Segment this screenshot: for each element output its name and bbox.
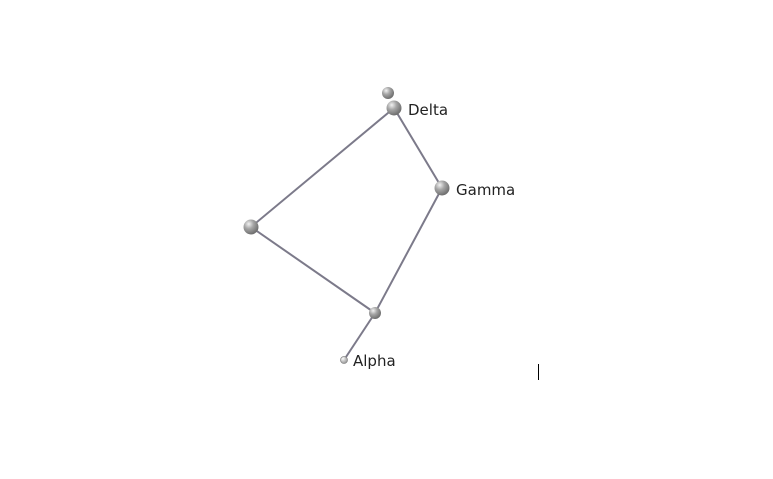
edge-delta-gamma bbox=[393, 107, 443, 189]
node-junction[interactable] bbox=[369, 307, 381, 319]
node-delta-satellite[interactable] bbox=[382, 87, 394, 99]
edge-junction-alpha bbox=[343, 312, 376, 361]
text-cursor bbox=[538, 364, 539, 380]
node-label-alpha: Alpha bbox=[353, 352, 396, 370]
edge-gamma-junction bbox=[374, 187, 443, 314]
node-gamma[interactable] bbox=[434, 180, 450, 196]
node-label-delta: Delta bbox=[408, 101, 448, 119]
node-unnamed[interactable] bbox=[243, 219, 259, 235]
graph-nodes bbox=[243, 87, 450, 364]
node-delta[interactable] bbox=[386, 100, 402, 116]
graph-edges bbox=[250, 107, 443, 361]
edge-delta-unnamed bbox=[250, 107, 395, 228]
edge-unnamed-junction bbox=[250, 226, 376, 314]
node-alpha[interactable] bbox=[340, 356, 348, 364]
node-label-gamma: Gamma bbox=[456, 181, 515, 199]
